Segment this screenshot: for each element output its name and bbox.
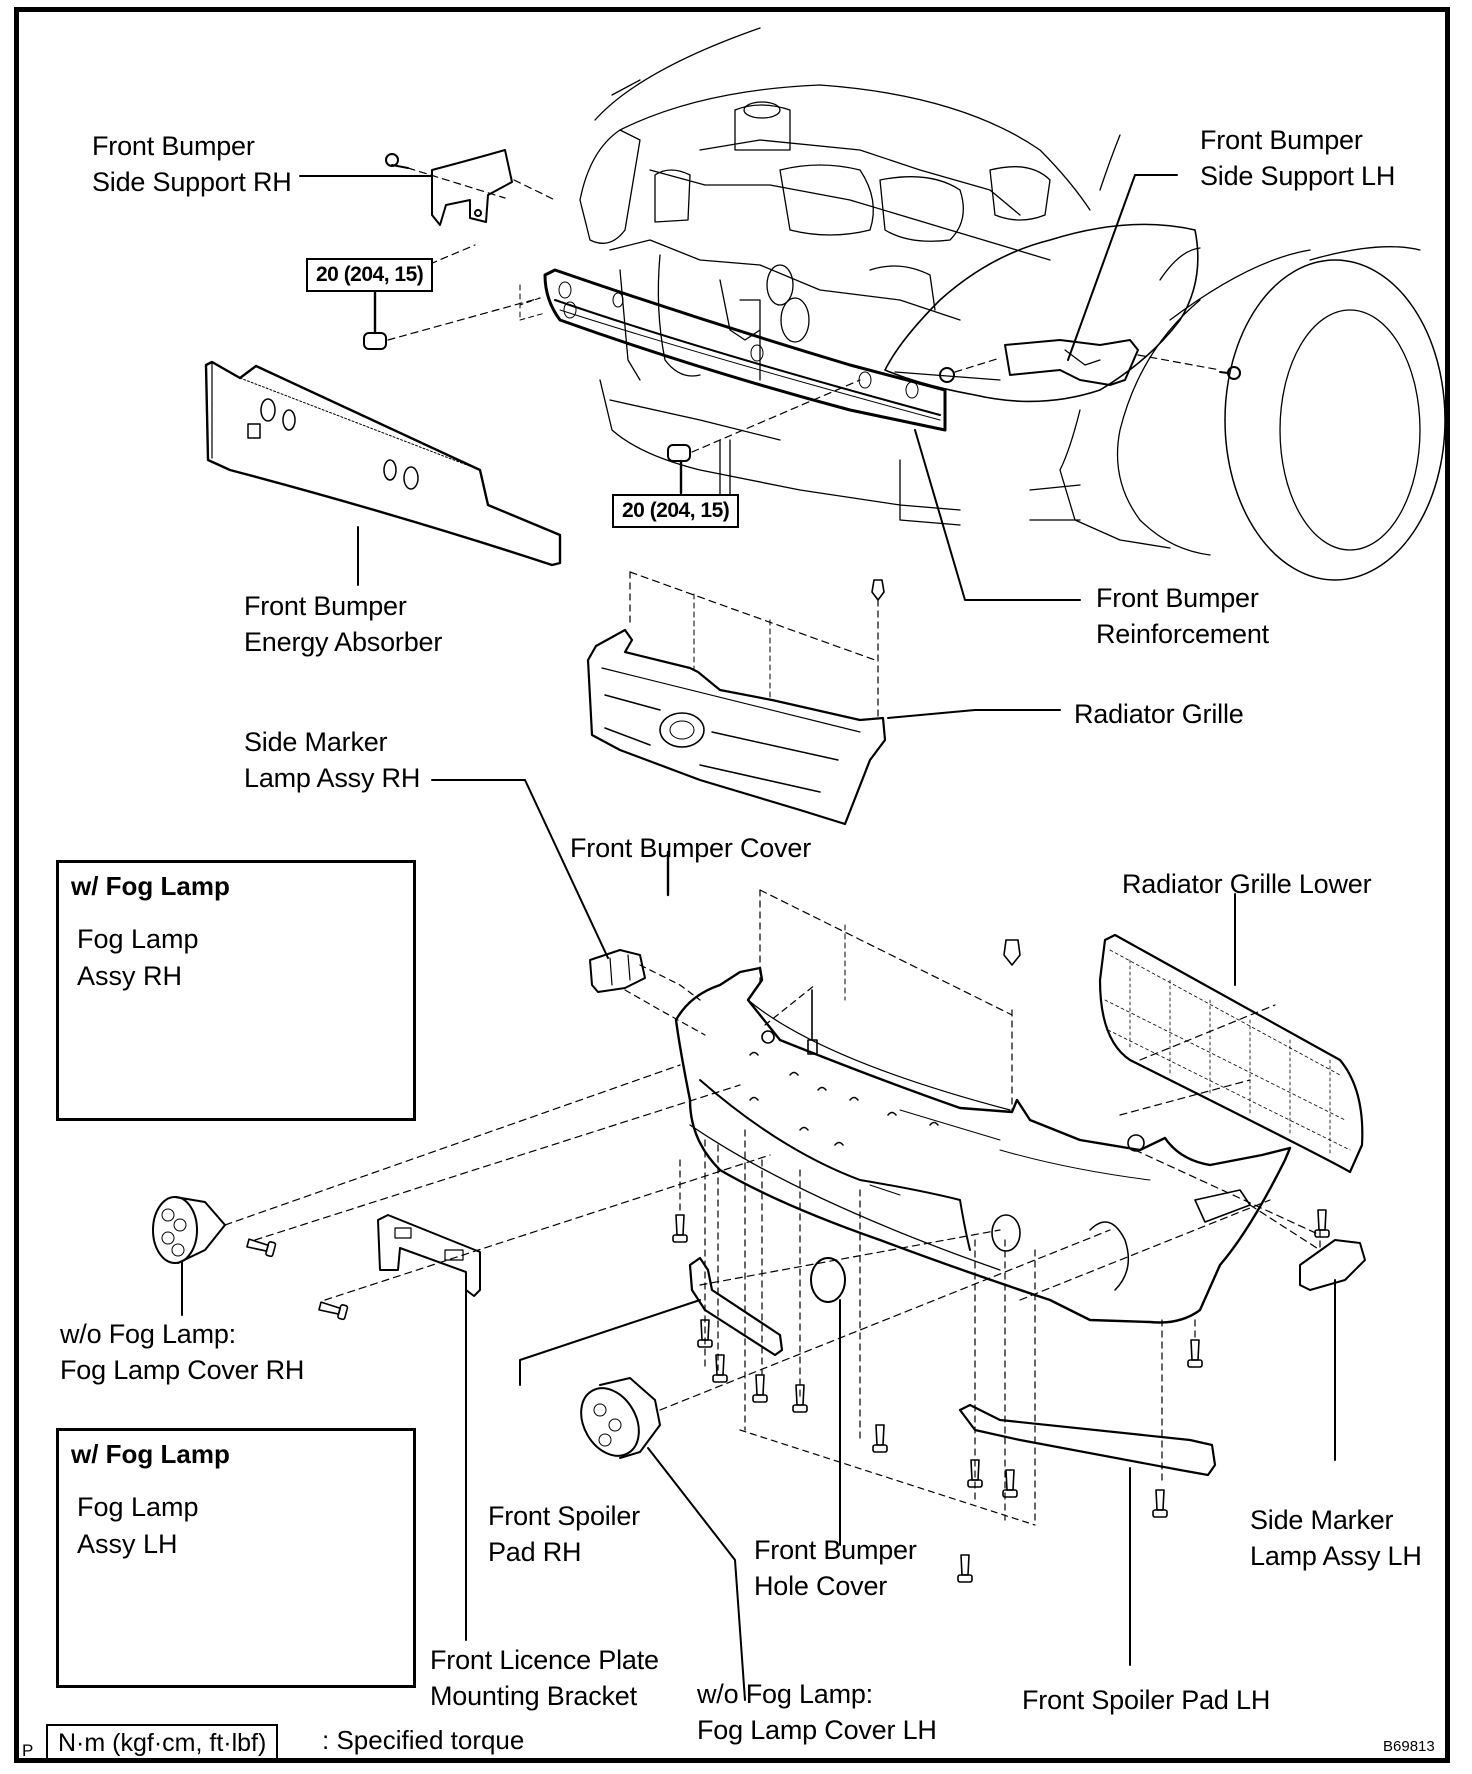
label-bumper-cover: Front Bumper Cover — [570, 830, 811, 866]
front-spoiler-pad-rh — [519, 1256, 784, 1386]
inset-part-label: Fog Lamp Assy LH — [77, 1489, 199, 1563]
label-line: Front Bumper — [92, 131, 255, 161]
label-line: Front Bumper Cover — [570, 833, 811, 863]
label-line: Front Bumper — [1096, 583, 1259, 613]
side-support-lh — [939, 339, 1241, 386]
label-fog-cover-lh: w/o Fog Lamp: Fog Lamp Cover LH — [697, 1676, 937, 1748]
torque-spec-upper: 20 (204, 15) — [306, 258, 434, 292]
label-line: Hole Cover — [754, 1571, 888, 1601]
assembly-guide-lines — [224, 1004, 1321, 1411]
label-radiator-grille: Radiator Grille — [1074, 696, 1244, 732]
front-bumper-hole-cover — [810, 1257, 846, 1546]
label-hole-cover: Front Bumper Hole Cover — [754, 1532, 917, 1604]
cover-upper-fasteners — [759, 889, 1021, 1111]
label-spoiler-pad-rh: Front Spoiler Pad RH — [488, 1498, 640, 1570]
label-line: Fog Lamp — [77, 924, 199, 954]
corner-mark: P — [22, 1741, 34, 1760]
inset-title: w/ Fog Lamp — [71, 871, 230, 901]
label-side-support-rh: Front Bumper Side Support RH — [92, 128, 292, 200]
label-line: Fog Lamp Cover LH — [697, 1715, 937, 1745]
label-spoiler-pad-lh: Front Spoiler Pad LH — [1022, 1682, 1270, 1718]
label-line: Lamp Assy LH — [1250, 1541, 1422, 1571]
label-line: Front Bumper — [754, 1535, 917, 1565]
label-line: Assy RH — [77, 961, 183, 991]
label-line: Side Marker — [244, 727, 388, 757]
label-side-marker-lh: Side Marker Lamp Assy LH — [1250, 1502, 1422, 1574]
label-line: Front Bumper — [1200, 125, 1363, 155]
fog-lamp-cover-rh — [152, 1196, 226, 1316]
vehicle-front-body — [579, 27, 1446, 581]
label-line: w/o Fog Lamp: — [697, 1679, 873, 1709]
label-licence-bracket: Front Licence Plate Mounting Bracket — [430, 1642, 659, 1714]
label-grille-lower: Radiator Grille Lower — [1122, 866, 1372, 902]
label-reinforcement: Front Bumper Reinforcement — [1096, 580, 1269, 652]
inset-with-fog-lamp-lh: w/ Fog Lamp Fog Lamp Assy LH — [56, 1428, 416, 1688]
label-line: Front Bumper — [244, 591, 407, 621]
inset-part-label: Fog Lamp Assy RH — [77, 921, 199, 995]
torque-spec-lower: 20 (204, 15) — [612, 494, 740, 528]
torque-bolt-upper — [363, 284, 546, 350]
torque-unit-box: N·m (kgf·cm, ft·lbf) — [46, 1724, 279, 1762]
label-line: Radiator Grille — [1074, 699, 1244, 729]
label-line: Mounting Bracket — [430, 1681, 637, 1711]
side-marker-lamp-lh — [1299, 1239, 1366, 1461]
label-line: Side Support RH — [92, 167, 292, 197]
licence-plate-mounting-bracket — [377, 1214, 481, 1641]
label-line: Front Spoiler — [488, 1501, 640, 1531]
front-bumper-energy-absorber — [204, 360, 562, 586]
label-side-support-lh: Front Bumper Side Support LH — [1200, 122, 1395, 194]
label-line: Side Marker — [1250, 1505, 1394, 1535]
label-line: Energy Absorber — [244, 627, 443, 657]
label-line: Pad RH — [488, 1537, 582, 1567]
front-bumper-reinforcement — [543, 268, 947, 432]
screws — [246, 1209, 1330, 1583]
torque-bolt-lower — [667, 379, 861, 495]
radiator-grille-lower — [1098, 893, 1364, 1174]
front-bumper-cover — [666, 850, 1292, 1324]
leader-lines-upper — [299, 174, 1178, 959]
inset-with-fog-lamp-rh: w/ Fog Lamp Fog Lamp Assy RH — [56, 860, 416, 1121]
label-line: Radiator Grille Lower — [1122, 869, 1372, 899]
label-line: Front Spoiler Pad LH — [1022, 1685, 1271, 1715]
label-fog-cover-rh: w/o Fog Lamp: Fog Lamp Cover RH — [60, 1316, 304, 1388]
label-line: Lamp Assy RH — [244, 763, 421, 793]
label-line: w/o Fog Lamp: — [60, 1319, 236, 1349]
radiator-grille — [586, 571, 887, 826]
inset-title: w/ Fog Lamp — [71, 1439, 230, 1469]
side-marker-lamp-rh — [589, 949, 706, 1036]
label-energy-absorber: Front Bumper Energy Absorber — [244, 588, 442, 660]
label-side-marker-rh: Side Marker Lamp Assy RH — [244, 724, 420, 796]
figure-code: B69813 — [1383, 1738, 1435, 1755]
screw-guide-lines — [679, 1129, 1321, 1526]
label-line: Fog Lamp — [77, 1492, 199, 1522]
label-line: Front Licence Plate — [430, 1645, 659, 1675]
label-line: Assy LH — [77, 1529, 178, 1559]
torque-legend-text: : Specified torque — [322, 1725, 525, 1755]
diagram-frame — [14, 7, 1450, 1763]
label-line: Reinforcement — [1096, 619, 1269, 649]
label-line: Side Support LH — [1200, 161, 1396, 191]
label-line: Fog Lamp Cover RH — [60, 1355, 305, 1385]
front-spoiler-pad-lh — [958, 1403, 1217, 1666]
fog-lamp-cover-lh — [580, 1377, 746, 1701]
